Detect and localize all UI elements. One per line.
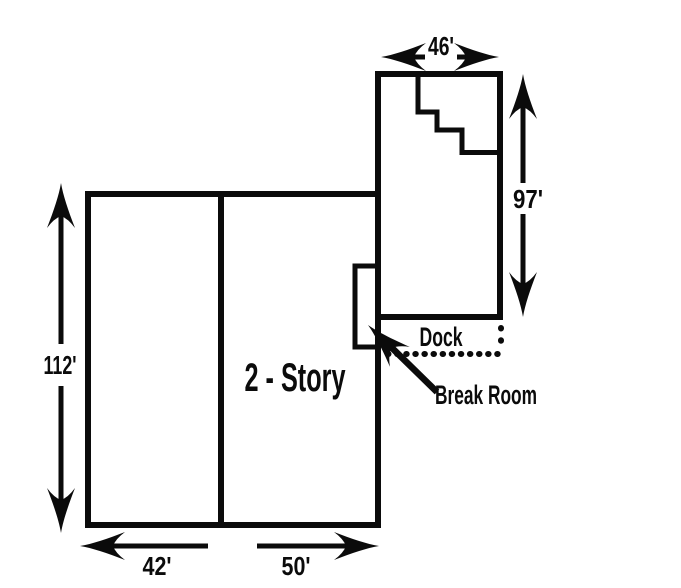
pointer-line xyxy=(387,343,440,395)
dimension-97ft: 97' xyxy=(509,74,543,317)
break-room-outline xyxy=(352,263,381,350)
dock-label: Dock xyxy=(420,322,464,352)
dimension-50ft: 50' xyxy=(257,532,379,581)
dimension-label-top-width: 46' xyxy=(428,31,454,61)
building-outline xyxy=(85,191,381,528)
break-room-pointer-arrow xyxy=(358,315,440,395)
dimension-label-right-height: 97' xyxy=(513,184,543,214)
warehouse-section-outline xyxy=(375,71,503,320)
building-label: 2 - Story xyxy=(245,356,346,400)
break-room-label: Break Room xyxy=(435,380,537,410)
dimension-42ft: 42' xyxy=(80,532,208,581)
dimension-46ft: 46' xyxy=(381,31,499,71)
dimension-label-left-height: 112' xyxy=(44,350,77,380)
dimension-112ft: 112' xyxy=(44,183,77,533)
stairs xyxy=(415,71,503,155)
dimension-label-bottom-left-width: 42' xyxy=(143,551,172,581)
dimension-label-bottom-right-width: 50' xyxy=(282,551,311,581)
